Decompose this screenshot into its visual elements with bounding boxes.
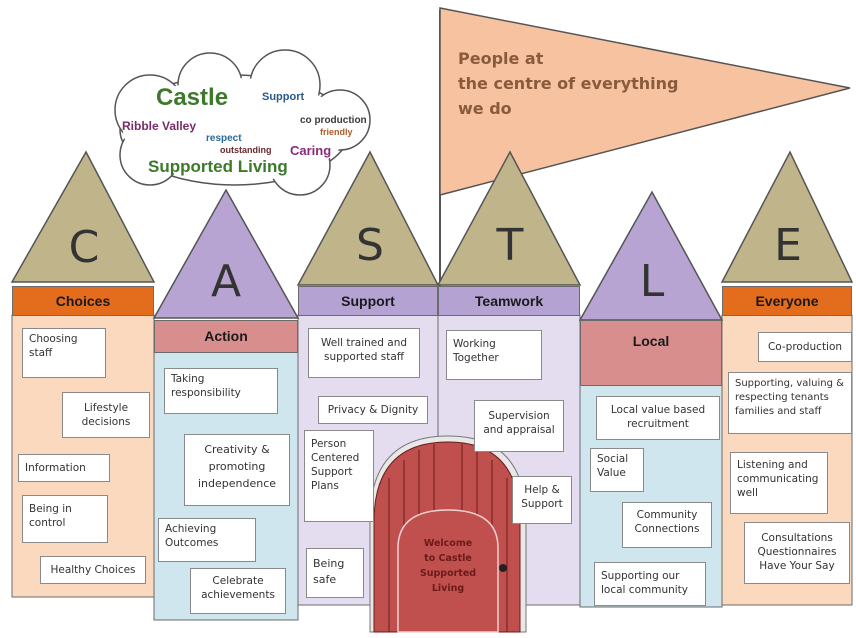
door-line: to Castle bbox=[424, 553, 472, 564]
item-celebrate-achievements: Celebrate achievements bbox=[190, 568, 286, 614]
item-privacy-dignity: Privacy & Dignity bbox=[318, 396, 428, 424]
item-healthy-choices: Healthy Choices bbox=[40, 556, 146, 584]
cloud-word: respect bbox=[206, 133, 242, 144]
item-help-support: Help & Support bbox=[512, 476, 572, 524]
flag bbox=[439, 7, 851, 196]
header-everyone: Everyone bbox=[722, 286, 852, 316]
cloud-word: Ribble Valley bbox=[122, 119, 197, 133]
roof-letter-t: T bbox=[496, 220, 524, 271]
item-information: Information bbox=[18, 454, 110, 482]
item-consultations: Consultations Questionnaires Have Your S… bbox=[744, 522, 850, 584]
header-choices: Choices bbox=[12, 286, 154, 316]
cloud-word: co production bbox=[300, 115, 367, 126]
roof-letter-l: L bbox=[639, 256, 665, 307]
item-being-in-control: Being in control bbox=[22, 495, 108, 543]
item-choosing-staff: Choosing staff bbox=[22, 328, 106, 378]
roof-c bbox=[10, 150, 156, 283]
flag-line: the centre of everything bbox=[458, 74, 679, 93]
cloud-word: Castle bbox=[156, 84, 229, 111]
cloud-word: Supported Living bbox=[148, 157, 288, 176]
item-person-centered-plans: Person Centered Support Plans bbox=[304, 430, 374, 522]
item-creativity: Creativity & promoting independence bbox=[184, 434, 290, 506]
header-local: Local bbox=[580, 320, 722, 386]
door-line: Living bbox=[431, 583, 465, 594]
roof-letter-e: E bbox=[774, 220, 802, 271]
door-line: Welcome bbox=[423, 538, 473, 549]
roof-letter-a: A bbox=[210, 256, 242, 307]
item-local-recruitment: Local value based recruitment bbox=[596, 396, 720, 440]
item-supporting-valuing: Supporting, valuing & respecting tenants… bbox=[728, 372, 852, 434]
item-social-value: Social Value bbox=[590, 448, 644, 492]
flag-text: People at the centre of everything we do bbox=[458, 46, 718, 121]
cloud-word: friendly bbox=[320, 127, 353, 137]
item-working-together: Working Together bbox=[446, 330, 542, 380]
roof-t bbox=[436, 150, 582, 286]
item-supporting-local-community: Supporting our local community bbox=[594, 562, 706, 606]
roof-letter-c: C bbox=[68, 222, 100, 273]
item-well-trained-staff: Well trained and supported staff bbox=[308, 328, 420, 378]
header-action: Action bbox=[154, 320, 298, 353]
word-cloud bbox=[114, 49, 371, 196]
item-lifestyle-decisions: Lifestyle decisions bbox=[62, 392, 150, 438]
flag-line: People at bbox=[458, 49, 544, 68]
cloud-word: outstanding bbox=[220, 145, 272, 155]
item-co-production: Co-production bbox=[758, 332, 852, 362]
item-listening-communicating: Listening and communicating well bbox=[730, 452, 828, 514]
item-achieving-outcomes: Achieving Outcomes bbox=[158, 518, 256, 562]
door-sign: Welcome to Castle Supported Living bbox=[398, 536, 498, 596]
header-teamwork: Teamwork bbox=[438, 286, 580, 316]
door-line: Supported bbox=[419, 568, 477, 579]
item-community-connections: Community Connections bbox=[622, 502, 712, 548]
roof-letter-s: S bbox=[356, 220, 384, 271]
roof-s bbox=[296, 150, 440, 286]
cloud-word: Caring bbox=[290, 143, 332, 158]
item-being-safe: Being safe bbox=[306, 548, 364, 598]
flag-line: we do bbox=[458, 99, 512, 118]
item-supervision-appraisal: Supervision and appraisal bbox=[474, 400, 564, 452]
door bbox=[369, 435, 527, 633]
cloud-word: Support bbox=[262, 91, 305, 103]
roof-a bbox=[152, 188, 300, 319]
roof-e bbox=[720, 150, 854, 283]
header-support: Support bbox=[298, 286, 438, 316]
item-taking-responsibility: Taking responsibility bbox=[164, 368, 278, 414]
